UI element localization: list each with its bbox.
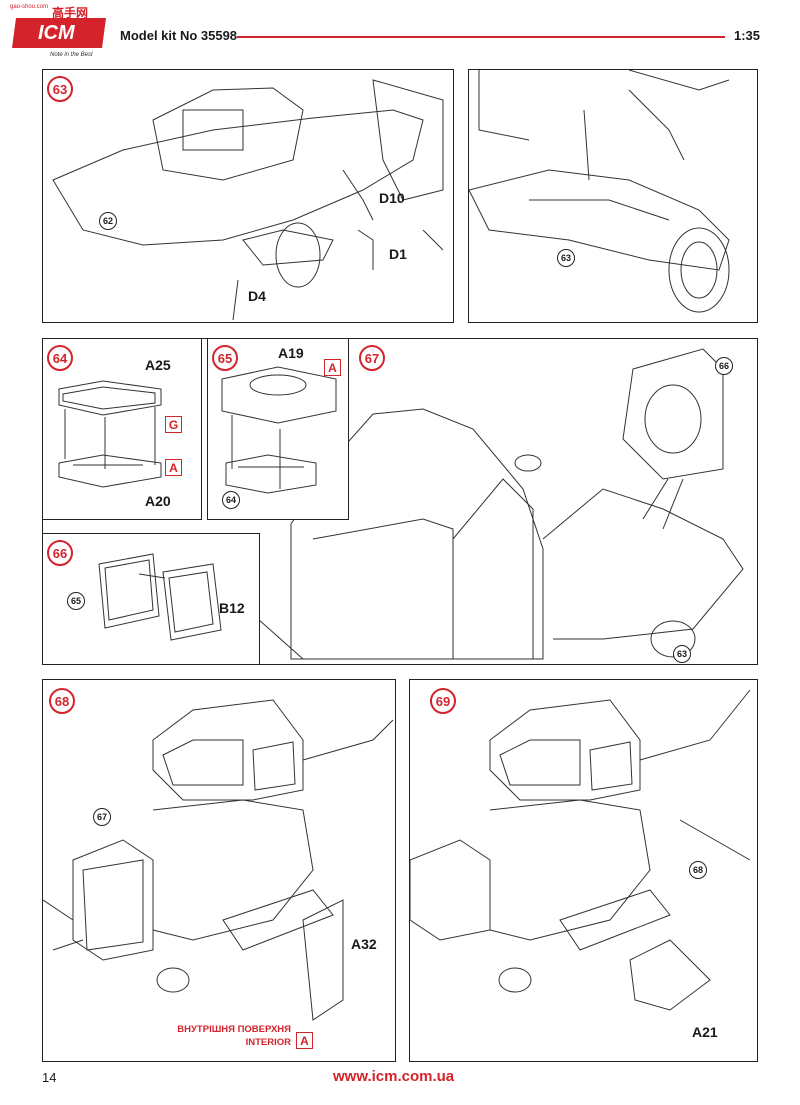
step-65-badge: 65 — [212, 345, 238, 371]
part-A19: A19 — [278, 345, 304, 361]
step-64-badge: 64 — [47, 345, 73, 371]
radiator-shroud-drawing — [221, 366, 337, 494]
logo-tagline: Note in the Best — [50, 52, 93, 58]
chassis-engine-drawing — [52, 79, 444, 321]
logo-watermark-url: gao-shou.com — [10, 4, 49, 10]
brand-logo: 高手网 gao-shou.com ICM Note in the Best — [6, 4, 116, 60]
model-number: Model kit No 35598 — [120, 28, 238, 43]
interior-note-en: INTERIOR — [245, 1037, 291, 1048]
ref-63: 63 — [557, 249, 575, 267]
ref-66: 66 — [715, 357, 733, 375]
step-67-badge: 67 — [359, 345, 385, 371]
ref-65: 65 — [67, 592, 85, 610]
part-D1: D1 — [389, 246, 407, 262]
logo-brand: ICM — [38, 22, 75, 44]
step-63-badge: 63 — [47, 76, 73, 102]
step-63-panel: 63 62 D10 D1 D4 — [42, 69, 454, 323]
ref-62: 62 — [99, 212, 117, 230]
mark-A-68: A — [296, 1032, 313, 1049]
ref-67: 67 — [93, 808, 111, 826]
step-68-badge: 68 — [49, 688, 75, 714]
step-69-badge: 69 — [430, 688, 456, 714]
ref-63b: 63 — [673, 645, 691, 663]
part-A25: A25 — [145, 357, 171, 373]
part-A20: A20 — [145, 493, 171, 509]
page-number: 14 — [42, 1070, 57, 1085]
step-68-panel: 68 67 A32 ВНУТРІШНЯ ПОВЕРХНЯ INTERIOR A — [42, 679, 396, 1062]
ref-64: 64 — [222, 491, 240, 509]
mark-G: G — [165, 416, 182, 433]
step-65-panel: 65 A19 A 64 — [207, 338, 349, 520]
grille-frame-drawing — [98, 553, 222, 641]
step-64-panel: 64 A25 G A A20 — [42, 338, 202, 520]
cab-radiator-drawing — [257, 348, 744, 660]
step-66-badge: 66 — [47, 540, 73, 566]
part-A21: A21 — [692, 1024, 718, 1040]
truck-front-drawing-69 — [410, 689, 751, 1011]
site-url[interactable]: www.icm.com.ua — [333, 1068, 455, 1085]
suspension-detail-drawing — [469, 70, 730, 313]
step-66-panel: 66 65 B12 — [42, 533, 260, 665]
step-69-panel: 69 68 A21 — [409, 679, 758, 1062]
logo-watermark: 高手网 — [52, 6, 89, 20]
header-rule — [237, 36, 725, 38]
truck-front-drawing-68 — [43, 699, 394, 1021]
part-D10: D10 — [379, 190, 405, 206]
mark-A-65: A — [324, 359, 341, 376]
icm-logo-icon — [12, 18, 106, 48]
step-63-detail-panel: 63 — [468, 69, 758, 323]
part-A32: A32 — [351, 936, 377, 952]
part-D4: D4 — [248, 288, 266, 304]
radiator-core-drawing — [58, 380, 162, 488]
scale-label: 1:35 — [734, 28, 761, 43]
mark-A-64: A — [165, 459, 182, 476]
part-B12: B12 — [219, 600, 245, 616]
ref-68: 68 — [689, 861, 707, 879]
interior-note-ua: ВНУТРІШНЯ ПОВЕРХНЯ — [177, 1024, 291, 1035]
